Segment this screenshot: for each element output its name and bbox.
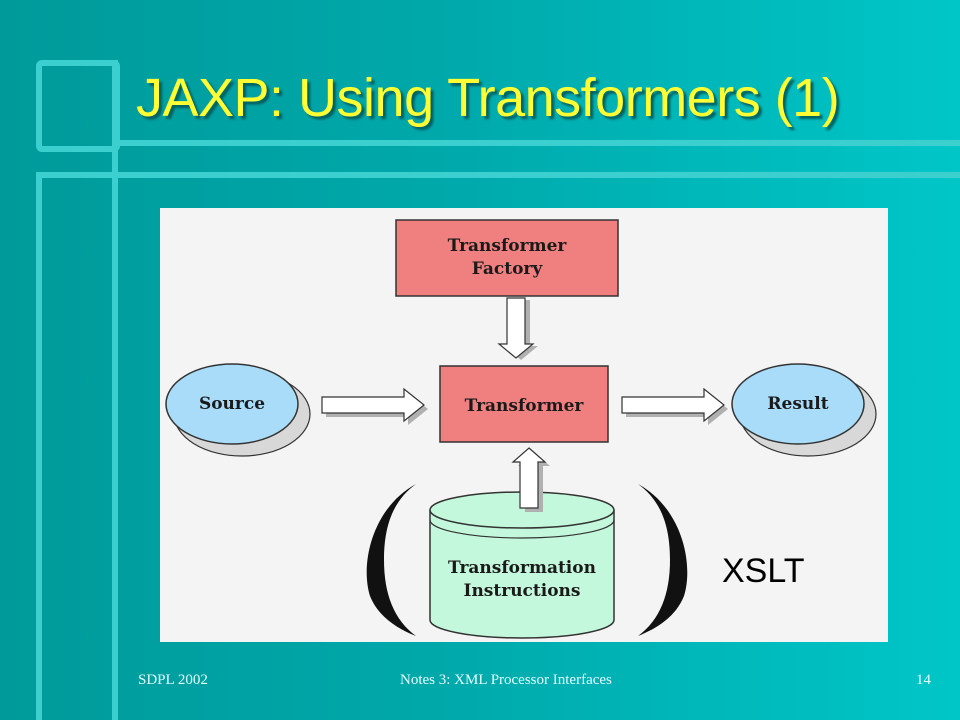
source-ellipse (165, 363, 311, 457)
factory-box (395, 219, 619, 297)
frame-corner-box (36, 60, 120, 152)
footer-left: SDPL 2002 (138, 672, 208, 688)
instructions-label-line1: Transformation (448, 558, 596, 578)
frame-vertical-line-inner (112, 60, 118, 720)
frame-horizontal-line-lower (36, 172, 960, 178)
right-parenthesis (638, 484, 688, 636)
factory-label-line1: Transformer (448, 236, 568, 256)
arrow-factory-to-transformer (497, 297, 538, 360)
transformer-diagram: Transformer Factory Transformer Source (165, 219, 877, 639)
result-ellipse (731, 363, 877, 457)
footer-page-number: 14 (916, 672, 931, 688)
footer-center: Notes 3: XML Processor Interfaces (400, 672, 612, 688)
frame-vertical-line-left (36, 172, 42, 720)
instructions-label-line2: Instructions (464, 581, 581, 601)
arrow-source-to-transformer (321, 387, 428, 425)
arrow-transformer-to-result (621, 387, 728, 425)
result-label: Result (767, 394, 828, 414)
instructions-cylinder (429, 491, 615, 639)
transformer-label: Transformer (465, 396, 585, 416)
source-label: Source (199, 394, 265, 414)
arrow-instructions-to-transformer (511, 447, 550, 512)
left-parenthesis (366, 484, 416, 636)
xslt-label: XSLT (722, 552, 805, 590)
frame-horizontal-line-top (114, 140, 960, 146)
transformer-box (439, 365, 609, 443)
diagram-panel: Transformer Factory Transformer Source (160, 208, 888, 642)
slide-title: JAXP: Using Transformers (1) (136, 68, 840, 128)
factory-label-line2: Factory (472, 259, 544, 279)
